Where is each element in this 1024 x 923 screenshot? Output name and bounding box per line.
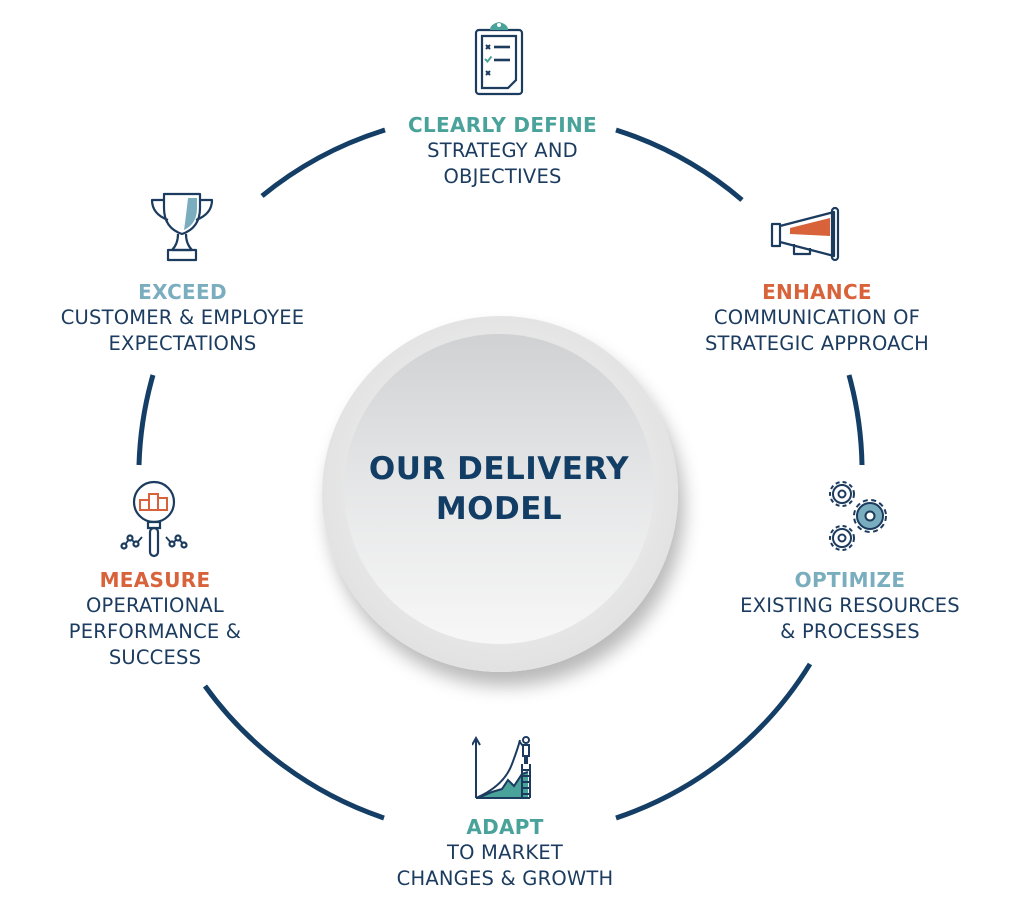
arc-left bbox=[136, 374, 156, 466]
center-title-line2: MODEL bbox=[435, 491, 563, 527]
step-heading: CLEARLY DEFINE bbox=[407, 113, 597, 137]
step-heading: ADAPT bbox=[466, 815, 544, 839]
megaphone-icon bbox=[770, 206, 840, 262]
step-exceed: EXCEED CUSTOMER & EMPLOYEE EXPECTATIONS bbox=[20, 279, 345, 357]
arc-bottom-right bbox=[615, 662, 813, 821]
step-heading: OPTIMIZE bbox=[794, 568, 906, 592]
step-heading: ENHANCE bbox=[762, 280, 872, 304]
step-text-line: EXPECTATIONS bbox=[108, 332, 257, 355]
arc-top-right bbox=[615, 127, 744, 202]
step-text-line: COMMUNICATION OF bbox=[713, 306, 921, 329]
step-adapt: ADAPT TO MARKET CHANGES & GROWTH bbox=[350, 814, 660, 892]
step-text-line: STRATEGIC APPROACH bbox=[704, 332, 930, 355]
step-heading: EXCEED bbox=[138, 280, 227, 304]
center-title: OUR DELIVERY MODEL bbox=[344, 334, 654, 644]
center-title-line1: OUR DELIVERY bbox=[368, 451, 630, 487]
step-heading: MEASURE bbox=[99, 568, 211, 592]
growth-chart-icon bbox=[472, 735, 531, 799]
step-text-line: EXISTING RESOURCES bbox=[740, 594, 960, 617]
step-text-line: PERFORMANCE & bbox=[68, 620, 242, 643]
step-enhance: ENHANCE COMMUNICATION OF STRATEGIC APPRO… bbox=[662, 279, 972, 357]
gears-icon bbox=[829, 481, 887, 551]
step-clearly-define: CLEARLY DEFINE STRATEGY AND OBJECTIVES bbox=[380, 112, 625, 190]
step-text-line: & PROCESSES bbox=[780, 620, 920, 643]
step-text-line: TO MARKET bbox=[447, 841, 563, 864]
arc-right bbox=[846, 374, 865, 466]
trophy-icon bbox=[150, 192, 214, 262]
clipboard-checklist-icon bbox=[474, 22, 524, 96]
step-optimize: OPTIMIZE EXISTING RESOURCES & PROCESSES bbox=[700, 567, 1000, 645]
step-text-line: OBJECTIVES bbox=[443, 165, 562, 188]
step-measure: MEASURE OPERATIONAL PERFORMANCE & SUCCES… bbox=[30, 567, 280, 671]
step-text-line: OPERATIONAL bbox=[85, 594, 224, 617]
step-text-line: CUSTOMER & EMPLOYEE bbox=[60, 306, 305, 329]
arc-top-left bbox=[260, 127, 386, 198]
arc-bottom-left bbox=[202, 684, 385, 821]
step-text-line: SUCCESS bbox=[108, 646, 202, 669]
center-disc-face: OUR DELIVERY MODEL bbox=[344, 334, 654, 644]
magnifier-chart-icon bbox=[120, 480, 188, 558]
step-text-line: STRATEGY AND bbox=[427, 139, 578, 162]
step-text-line: CHANGES & GROWTH bbox=[396, 867, 614, 890]
center-disc: OUR DELIVERY MODEL bbox=[322, 316, 678, 672]
